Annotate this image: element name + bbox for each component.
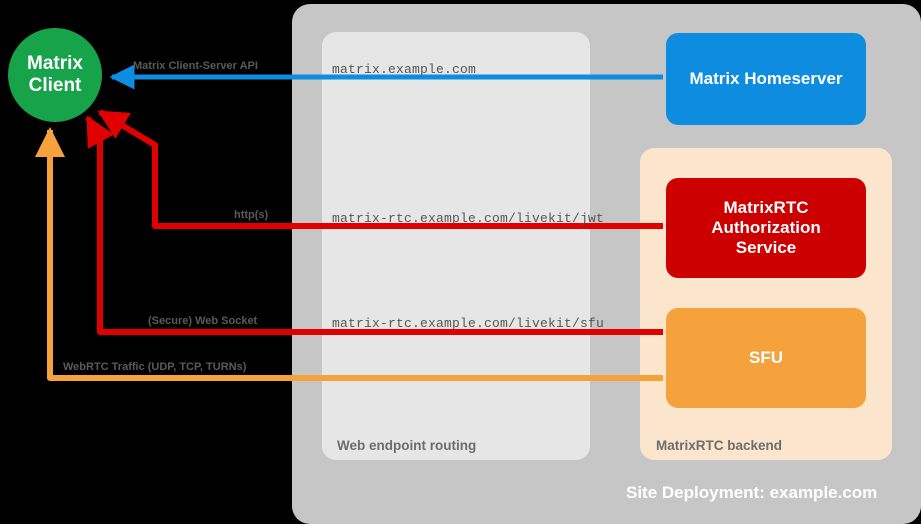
- edge-label-webrtc-traffic: WebRTC Traffic (UDP, TCP, TURNs): [63, 361, 247, 373]
- matrixrtc-authorization-service-node[interactable]: [666, 178, 866, 278]
- caption-matrixrtc-backend: MatrixRTC backend: [656, 438, 783, 453]
- url-sfu-endpoint: matrix-rtc.example.com/livekit/sfu: [332, 316, 605, 331]
- edge-label-client-server-api: Matrix Client-Server API: [133, 60, 258, 72]
- matrix-client-node[interactable]: [8, 28, 102, 122]
- connector-webrtc-traffic: [35, 127, 663, 381]
- web-endpoint-routing-panel: [322, 32, 590, 460]
- connector-https-auth: [97, 109, 663, 229]
- caption-web-endpoint-routing: Web endpoint routing: [337, 438, 477, 453]
- edge-label-https-auth: http(s): [234, 209, 269, 221]
- caption-site-deployment: Site Deployment: example.com: [626, 483, 878, 502]
- edge-label-secure-web-socket: (Secure) Web Socket: [148, 315, 258, 327]
- matrix-homeserver-node[interactable]: [666, 33, 866, 125]
- url-jwt-endpoint: matrix-rtc.example.com/livekit/jwt: [332, 211, 605, 226]
- connector-secure-web-socket: [85, 115, 663, 335]
- url-matrix-endpoint: matrix.example.com: [332, 62, 477, 77]
- sfu-node[interactable]: [666, 308, 866, 408]
